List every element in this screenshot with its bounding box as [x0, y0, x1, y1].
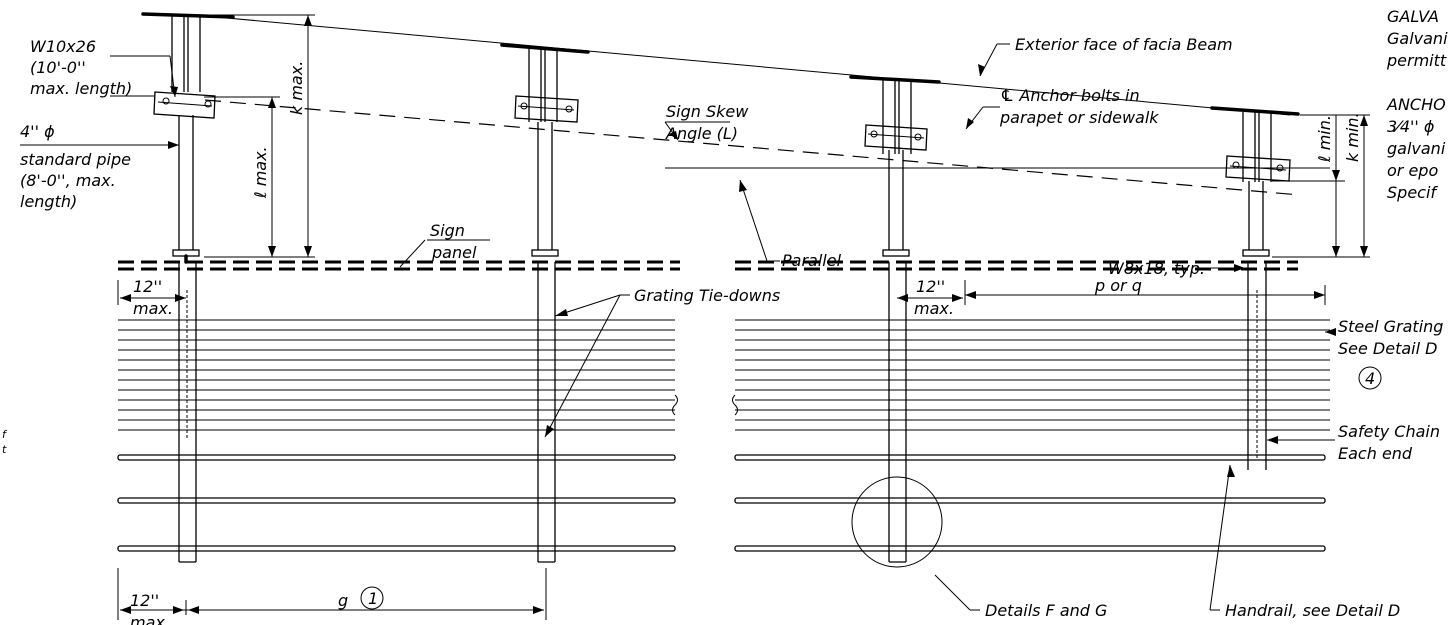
skew-angle-label: Angle (L): [665, 124, 738, 143]
p-or-q-label: p or q: [1094, 276, 1142, 295]
twelve-inch-label-1: 12'': [133, 277, 162, 296]
galvanizing-note-1: GALVA: [1387, 7, 1439, 26]
anchor-bolts-label: ℄ Anchor bolts in: [1000, 86, 1140, 105]
steel-grating: [118, 319, 1330, 431]
left-edge-fragment-1: f: [2, 428, 8, 441]
w8x18-label: W8x18, typ.: [1108, 259, 1205, 278]
w10x26-label: W10x26: [30, 37, 96, 56]
post-4: [1210, 106, 1300, 470]
leaders: [20, 43, 1335, 611]
pipe-dia-label: 4'' ϕ: [20, 122, 55, 141]
l-min-label: ℓ min.: [1315, 115, 1334, 163]
grating-tiedowns-label: Grating Tie-downs: [634, 286, 780, 305]
anchor-parapet-label: parapet or sidewalk: [999, 108, 1159, 127]
post-3: [849, 75, 941, 563]
arrowheads: [120, 15, 1368, 614]
w10x26-length-label: (10'-0'': [30, 58, 86, 77]
handrails: [117, 454, 1326, 552]
anchor-note-5: Specif: [1387, 183, 1438, 202]
post-2: [500, 43, 590, 563]
w10x26-length-label-2: max. length): [30, 79, 132, 98]
galvanizing-note-3: permitt: [1386, 51, 1447, 70]
post-1: [141, 12, 235, 563]
anchor-note-3: galvani: [1387, 139, 1446, 158]
details-fg-label: Details F and G: [985, 601, 1107, 620]
steel-note-circle: [1358, 366, 1382, 390]
galvanizing-note-2: Galvani: [1387, 29, 1448, 48]
g-note-circle: [360, 586, 384, 610]
anchor-bolt-centerline: [204, 99, 1301, 196]
anchor-note-2: 3⁄4'' ϕ: [1387, 117, 1435, 136]
anchor-note-1: ANCHO: [1386, 95, 1446, 114]
handrail-label: Handrail, see Detail D: [1225, 601, 1400, 620]
k-max-label: k max.: [287, 61, 306, 115]
k-min-label: k min.: [1343, 112, 1362, 162]
pipe-length-label-2: length): [20, 192, 77, 211]
exterior-face-line: [204, 15, 1291, 116]
max-label-3: max.: [130, 613, 170, 625]
sign-panel: [118, 260, 1298, 271]
see-detail-d-label: See Detail D: [1338, 339, 1437, 358]
steel-grating-label: Steel Grating: [1338, 317, 1443, 336]
panel-label: panel: [431, 243, 477, 262]
sign-label: Sign: [430, 221, 465, 240]
pipe-length-label: (8'-0'', max.: [20, 171, 116, 190]
safety-chain-label: Safety Chain: [1338, 422, 1440, 441]
dimension-lines: [117, 14, 1370, 620]
left-edge-fragment-2: t: [2, 443, 7, 456]
pipe-label: standard pipe: [20, 150, 131, 169]
max-label-1: max.: [133, 299, 173, 318]
each-end-label: Each end: [1338, 444, 1413, 463]
details-fg-circle: [851, 476, 943, 568]
parallel-label: Parallel: [782, 251, 842, 270]
anchor-note-4: or epo: [1387, 161, 1438, 180]
g-note-number: 1: [368, 589, 378, 608]
max-label-2: max.: [914, 299, 954, 318]
l-max-label: ℓ max.: [251, 146, 270, 199]
g-label: g: [338, 591, 348, 610]
twelve-inch-label-3: 12'': [130, 591, 159, 610]
twelve-inch-label-2: 12'': [916, 277, 945, 296]
sign-skew-label: Sign Skew: [666, 102, 749, 121]
exterior-face-label: Exterior face of facia Beam: [1015, 35, 1233, 54]
steel-note-number: 4: [1365, 369, 1375, 388]
